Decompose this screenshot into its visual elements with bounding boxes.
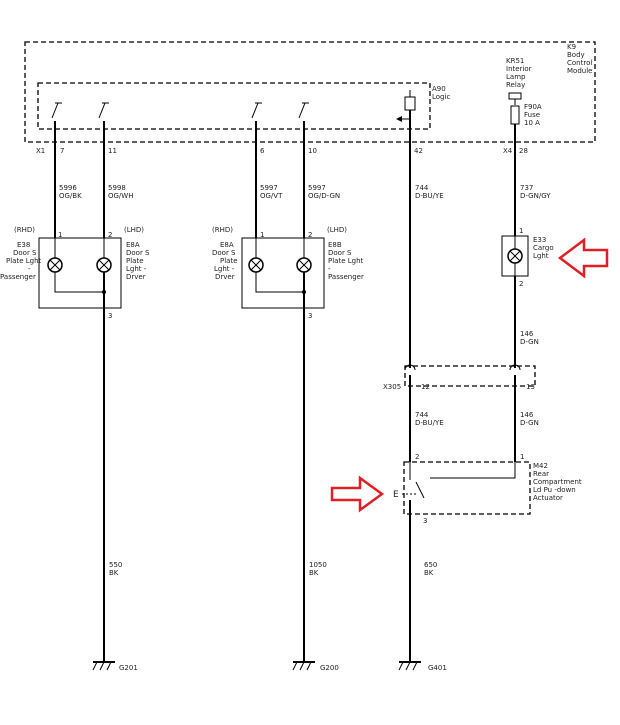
actuator-pin-3: 3 bbox=[423, 517, 427, 525]
lamp-bulb-middle-rhd bbox=[248, 257, 264, 273]
connector-x305-label: X305 bbox=[383, 383, 401, 391]
cargo-lamp-pin-2: 2 bbox=[519, 280, 523, 288]
highlight-arrow-actuator bbox=[330, 475, 385, 513]
wire-label-744-lower: 744 D-BU/YE bbox=[415, 411, 444, 427]
wire-label-5996: 5996 OG/BK bbox=[59, 184, 82, 200]
k9-module-label: K9 Body Control Module bbox=[567, 43, 595, 75]
actuator-pin-1: 1 bbox=[520, 453, 524, 461]
wire-label-5997-dgn: 5997 OG/D-GN bbox=[308, 184, 340, 200]
pin-x1-42: 42 bbox=[414, 147, 423, 155]
connector-x305-terminal-13 bbox=[509, 364, 521, 386]
lamp-bulb-middle-lhd bbox=[296, 257, 312, 273]
ground-g201-label: G201 bbox=[119, 664, 138, 672]
actuator-pin-2: 2 bbox=[415, 453, 419, 461]
actuator-switch bbox=[402, 462, 516, 520]
f90a-fuse-label: F90A Fuse 10 A bbox=[524, 103, 544, 127]
highlight-arrow-cargo-light bbox=[557, 237, 609, 279]
pin-x1-11: 11 bbox=[108, 147, 117, 155]
actuator-m42-label: M42 Rear Compartment Ld Pu -down Actuato… bbox=[533, 462, 584, 502]
wire-label-146-lower: 146 D-GN bbox=[520, 411, 539, 427]
wire-label-744-upper: 744 D-BU/YE bbox=[415, 184, 444, 200]
interior-lamp-relay bbox=[508, 92, 522, 105]
driver-output-42 bbox=[396, 90, 416, 150]
pin-x1-10: 10 bbox=[308, 147, 317, 155]
a90-logic-label: A90 Logic bbox=[432, 85, 450, 101]
actuator-m42-outline bbox=[403, 461, 531, 515]
ground-g201-icon bbox=[92, 645, 115, 671]
switch-x1-7 bbox=[51, 102, 62, 150]
lamp-label-e8a-left: (LHD) E8A Door S Plate Lght - Drver bbox=[124, 226, 152, 281]
wire-label-5997-vt: 5997 OG/VT bbox=[260, 184, 283, 200]
switch-x1-10 bbox=[298, 102, 309, 150]
middle-lamp-pin-1: 1 bbox=[260, 231, 264, 239]
ground-g200-icon bbox=[292, 645, 315, 671]
body-control-module-outline bbox=[24, 41, 596, 143]
middle-lamp-housing bbox=[241, 237, 325, 309]
wire-label-5998: 5998 OG/WH bbox=[108, 184, 133, 200]
lamp-bulb-cargo bbox=[507, 248, 523, 264]
ground-g401-label: G401 bbox=[428, 664, 447, 672]
middle-lamp-pin-2: 2 bbox=[308, 231, 312, 239]
x305-pin-12: 12 bbox=[421, 383, 430, 391]
logic-block-outline bbox=[37, 82, 431, 130]
actuator-e-symbol: E bbox=[393, 490, 399, 500]
kr51-relay-label: KR51 Interior Lamp Relay bbox=[506, 57, 534, 89]
pin-x1-7: 7 bbox=[60, 147, 64, 155]
lamp-label-e8b-middle: (LHD) E8B Door S Plate Lght - Passenger bbox=[327, 226, 366, 281]
cargo-lamp-label: E33 Cargo Lght bbox=[533, 236, 556, 260]
left-lamp-housing bbox=[38, 237, 122, 309]
left-lamp-pin-3: 3 bbox=[108, 312, 112, 320]
lamp-bulb-left-rhd bbox=[47, 257, 63, 273]
wire-label-737: 737 D-GN/GY bbox=[520, 184, 551, 200]
wire-label-1050: 1050 BK bbox=[309, 561, 329, 577]
middle-lamp-pin-3: 3 bbox=[308, 312, 312, 320]
pin-x1-6: 6 bbox=[260, 147, 265, 155]
switch-x1-11 bbox=[98, 102, 109, 150]
left-lamp-pin-1: 1 bbox=[58, 231, 62, 239]
x305-pin-13: 13 bbox=[526, 383, 535, 391]
cargo-lamp-pin-1: 1 bbox=[519, 227, 523, 235]
fuse-f90a bbox=[510, 105, 520, 150]
left-lamp-pin-2: 2 bbox=[108, 231, 112, 239]
wire-label-146-upper: 146 D-GN bbox=[520, 330, 539, 346]
lamp-label-e38-left: (RHD) E38 Door S Plate Lght - Passenger bbox=[0, 226, 44, 281]
connector-x1-label: X1 bbox=[36, 147, 45, 155]
wire-label-550: 550 BK bbox=[109, 561, 125, 577]
pin-x4-28: 28 bbox=[519, 147, 528, 155]
connector-x305-outline bbox=[404, 365, 536, 387]
switch-x1-6 bbox=[251, 102, 262, 150]
ground-g401-icon bbox=[398, 645, 421, 671]
lamp-label-e8a-middle: (RHD) E8A Door S Plate Lght - Drver bbox=[212, 226, 240, 281]
wire-label-650: 650 BK bbox=[424, 561, 440, 577]
ground-g200-label: G200 bbox=[320, 664, 339, 672]
lamp-bulb-left-lhd bbox=[96, 257, 112, 273]
connector-x305-terminal-12 bbox=[404, 364, 416, 386]
connector-x4-label: X4 bbox=[503, 147, 513, 155]
